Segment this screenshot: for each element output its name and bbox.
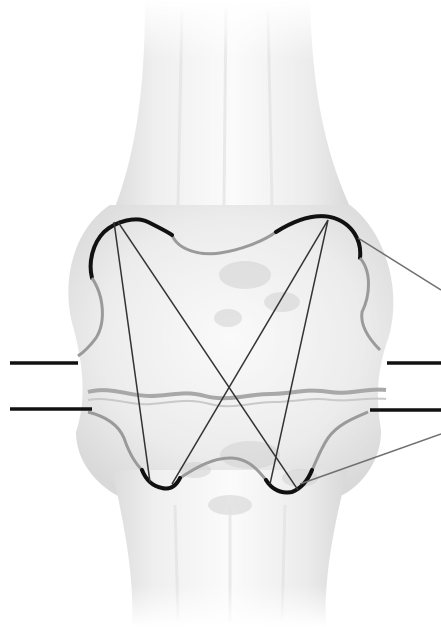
top-fade bbox=[0, 0, 441, 60]
bottom-fade bbox=[0, 585, 441, 627]
